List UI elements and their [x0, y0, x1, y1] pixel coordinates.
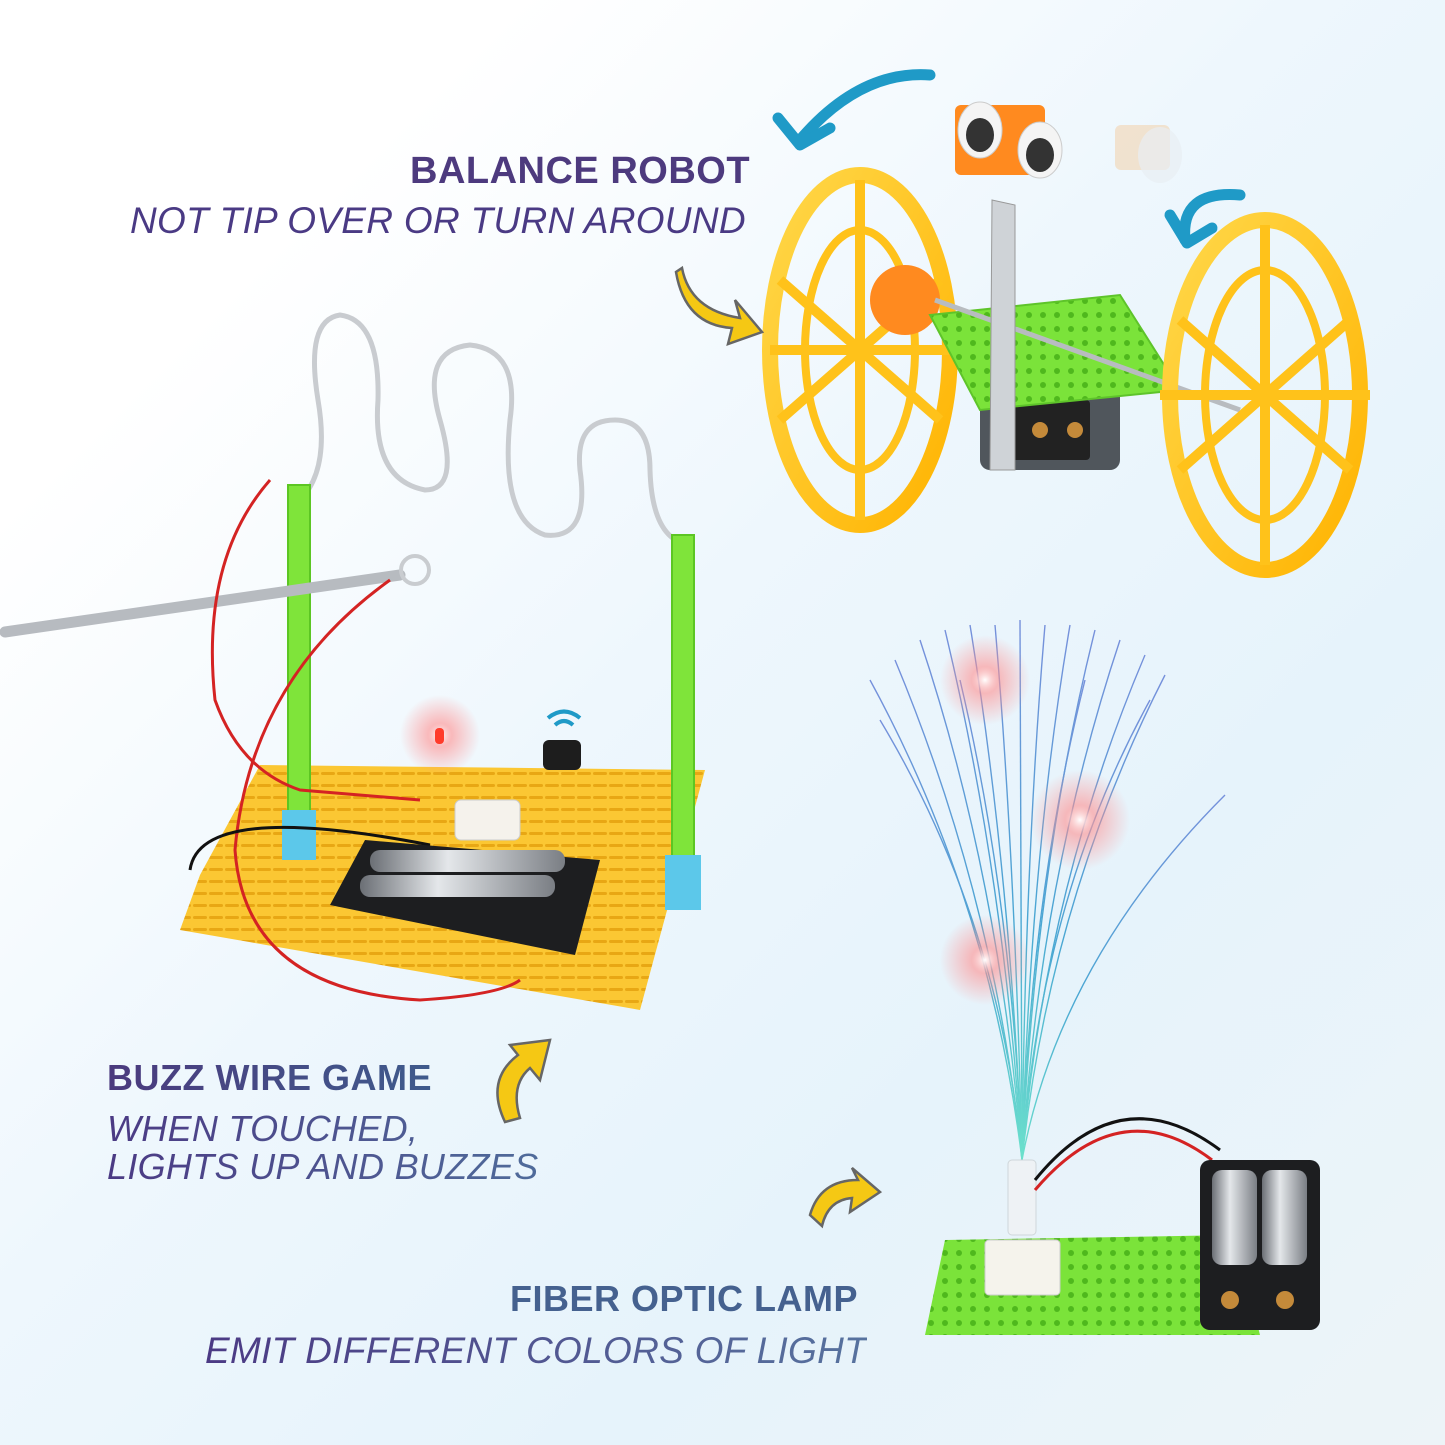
fiber-optic-lamp-image — [869, 619, 1320, 1335]
sound-wave-icon — [553, 719, 575, 727]
balance-robot-title: BALANCE ROBOT — [410, 150, 751, 192]
buzz-wire-game-subtitle: WHEN TOUCHED, LIGHTS UP AND BUZZES — [107, 1108, 539, 1187]
fiber-optic-lamp-title: FIBER OPTIC LAMP — [510, 1278, 858, 1319]
balance-robot-image — [762, 69, 1370, 578]
fiber-optic-lamp-subtitle: EMIT DIFFERENT COLORS OF LIGHT — [205, 1330, 868, 1371]
buzz-wire-game-title: BUZZ WIRE GAME — [107, 1057, 432, 1098]
pointer-arrow-icon — [808, 1167, 883, 1229]
pointer-arrow-icon — [674, 265, 765, 346]
rotation-arrow-icon — [794, 69, 936, 146]
balance-robot-subtitle: NOT TIP OVER OR TURN AROUND — [130, 200, 746, 241]
pointer-arrow-icon — [496, 1038, 552, 1124]
buzz-wire-game-image — [0, 312, 705, 1010]
